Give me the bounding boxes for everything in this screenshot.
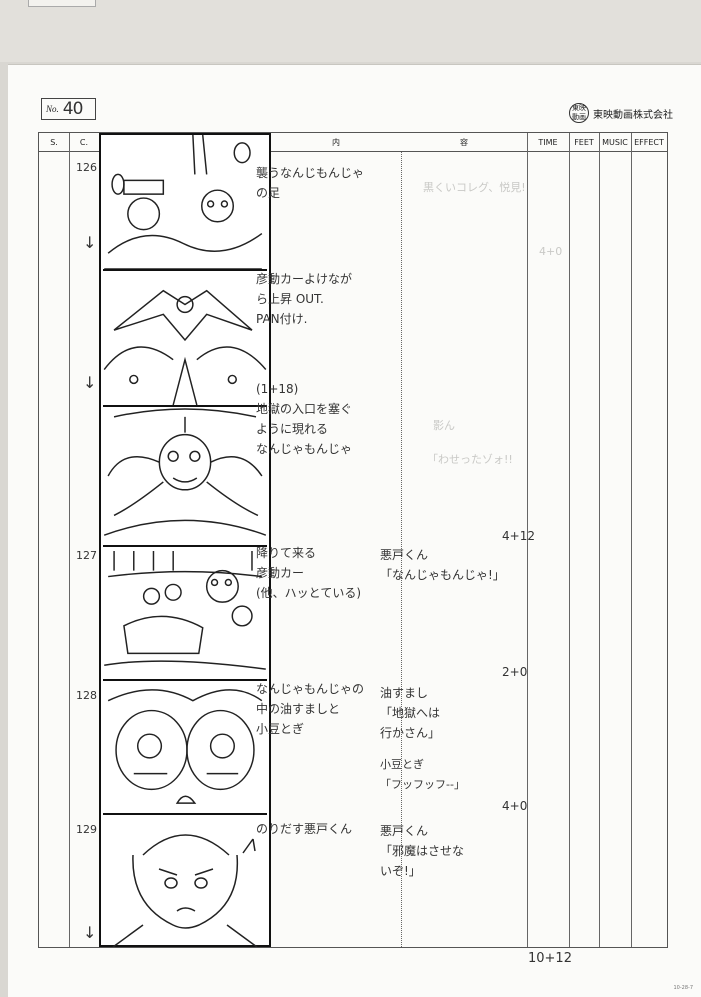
dialogue-text: 悪戸くん 「なんじゃもんじゃ!」 <box>380 548 505 582</box>
time-value: 2+0 <box>502 665 528 679</box>
panel-2 <box>103 271 267 407</box>
time-value: 4+12 <box>502 529 535 543</box>
panel-3 <box>103 407 267 547</box>
column-divider <box>69 133 70 947</box>
page-number: 40 <box>62 99 84 119</box>
continue-arrow-icon: ↓ <box>83 373 97 392</box>
panel-5 <box>103 681 267 815</box>
corner-mark: 10-28-7 <box>673 985 693 991</box>
panel-1-sketch <box>104 135 263 269</box>
action-text: のりだす悪戸くん <box>256 822 353 836</box>
picture-column <box>99 133 271 947</box>
column-divider <box>631 133 632 947</box>
action-text: 彦動カーよけなが ら上昇 OUT. PAN付け. <box>256 272 353 326</box>
column-divider <box>569 133 570 947</box>
panel-3-sketch <box>103 408 267 536</box>
header-effect: EFFECT <box>631 133 667 152</box>
page-number-label: No. <box>46 104 59 114</box>
total-time: 10+12 <box>528 951 572 966</box>
ghost-note: 影ん <box>433 419 455 432</box>
action-text: 降りて来る 彦動カー (他、ハッとている) <box>256 546 362 600</box>
cut-number: 129 <box>76 823 97 836</box>
header-feet: FEET <box>569 133 599 152</box>
page-number-box: No. 40 <box>41 98 96 120</box>
column-divider <box>599 133 600 947</box>
cut-number: 128 <box>76 689 97 702</box>
binder-tab <box>28 0 96 7</box>
column-divider-dotted <box>401 152 402 947</box>
panel-4 <box>103 547 267 681</box>
storyboard-table: S. C. 内 容 TIME FEET MUSIC EFFECT <box>38 132 668 948</box>
continue-arrow-icon: ↓ <box>83 923 97 942</box>
panel-1 <box>103 135 267 271</box>
header-time: TIME <box>527 133 569 152</box>
column-divider <box>527 133 528 947</box>
dialogue-text: 小豆とぎ 「フッフッフ--」 <box>380 758 465 791</box>
time-value: 4+0 <box>502 799 528 813</box>
panel-4-sketch <box>104 550 266 670</box>
header-cut: C. <box>69 133 99 152</box>
panel-5-sketch <box>107 689 263 804</box>
panel-2-sketch <box>103 289 267 405</box>
panel-6-sketch <box>112 834 258 947</box>
header-music: MUSIC <box>599 133 631 152</box>
cut-number: 127 <box>76 549 97 562</box>
dialogue-text: 油すまし 「地獄へは 行かさん」 <box>380 686 441 740</box>
header-content-left: 内 <box>271 133 401 152</box>
action-text: (1+18) 地獄の入口を塞ぐ ように現れる なんじゃもんじゃ <box>256 382 353 456</box>
header-scene: S. <box>39 133 69 152</box>
studio-name: 東映動画株式会社 <box>593 109 673 121</box>
ghost-note: 黒くいコレグ、悦見! <box>423 181 526 194</box>
binder-edge <box>0 0 701 62</box>
storyboard-page: No. 40 東映動画 東映動画株式会社 S. C. 内 容 TIME FEET… <box>8 64 701 997</box>
ghost-note: 「わせったゾォ!! <box>427 453 513 466</box>
studio-header: 東映動画 東映動画株式会社 <box>569 103 673 123</box>
header-content-right: 容 <box>401 133 527 152</box>
ghost-note: 4+0 <box>539 245 563 258</box>
action-text: 襲うなんじもんじゃ の足 <box>256 166 365 200</box>
cut-number: 126 <box>76 161 97 174</box>
dialogue-text: 悪戸くん 「邪魔はさせな いぞ!」 <box>380 824 465 878</box>
action-text: なんじゃもんじゃの 中の油すましと 小豆とぎ <box>256 682 365 736</box>
panel-6 <box>103 815 267 947</box>
continue-arrow-icon: ↓ <box>83 233 97 252</box>
studio-logo-icon: 東映動画 <box>569 103 589 123</box>
